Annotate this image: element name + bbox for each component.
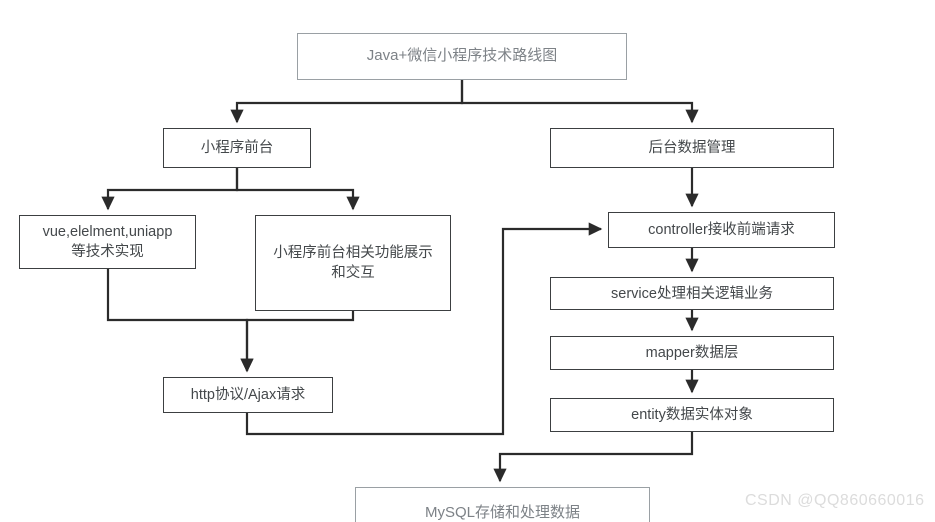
edge-features-to-http — [240, 311, 355, 373]
node-frontend-features-interaction-label: 小程序前台相关功能展示 和交互 — [273, 245, 433, 281]
edge-tech-to-http — [106, 269, 254, 373]
csdn-watermark: CSDN @QQ860660016 — [745, 492, 925, 509]
node-controller-label: controller接收前端请求 — [648, 222, 795, 238]
edge-title-to-backend — [460, 80, 699, 124]
node-mapper: mapper数据层 — [550, 336, 834, 370]
node-vue-element-uniapp-label: vue,elelment,uniapp 等技术实现 — [42, 224, 173, 260]
node-backend-data-management: 后台数据管理 — [550, 128, 834, 168]
node-title-label: Java+微信小程序技术路线图 — [366, 47, 558, 65]
node-entity-label: entity数据实体对象 — [631, 407, 753, 423]
node-mini-program-frontend-label: 小程序前台 — [200, 140, 274, 156]
node-http-ajax-request-label: http协议/Ajax请求 — [190, 387, 306, 403]
node-frontend-features-interaction: 小程序前台相关功能展示 和交互 — [255, 215, 451, 311]
node-entity: entity数据实体对象 — [550, 398, 834, 432]
node-mysql-storage-label: MySQL存储和处理数据 — [424, 503, 580, 521]
node-backend-data-management-label: 后台数据管理 — [648, 140, 736, 156]
node-service: service处理相关逻辑业务 — [550, 277, 834, 310]
edge-entity-to-mysql — [493, 432, 694, 483]
node-mini-program-frontend: 小程序前台 — [163, 128, 311, 168]
edge-title-to-frontend — [230, 80, 464, 124]
node-mapper-label: mapper数据层 — [645, 345, 739, 361]
edge-frontend-to-tech — [101, 168, 239, 211]
node-vue-element-uniapp: vue,elelment,uniapp 等技术实现 — [19, 215, 196, 269]
node-controller: controller接收前端请求 — [608, 212, 835, 248]
edge-frontend-to-features — [235, 168, 360, 211]
node-mysql-storage: MySQL存储和处理数据 — [355, 487, 650, 522]
node-http-ajax-request: http协议/Ajax请求 — [163, 377, 333, 413]
node-title: Java+微信小程序技术路线图 — [297, 33, 627, 80]
node-service-label: service处理相关逻辑业务 — [611, 285, 773, 302]
